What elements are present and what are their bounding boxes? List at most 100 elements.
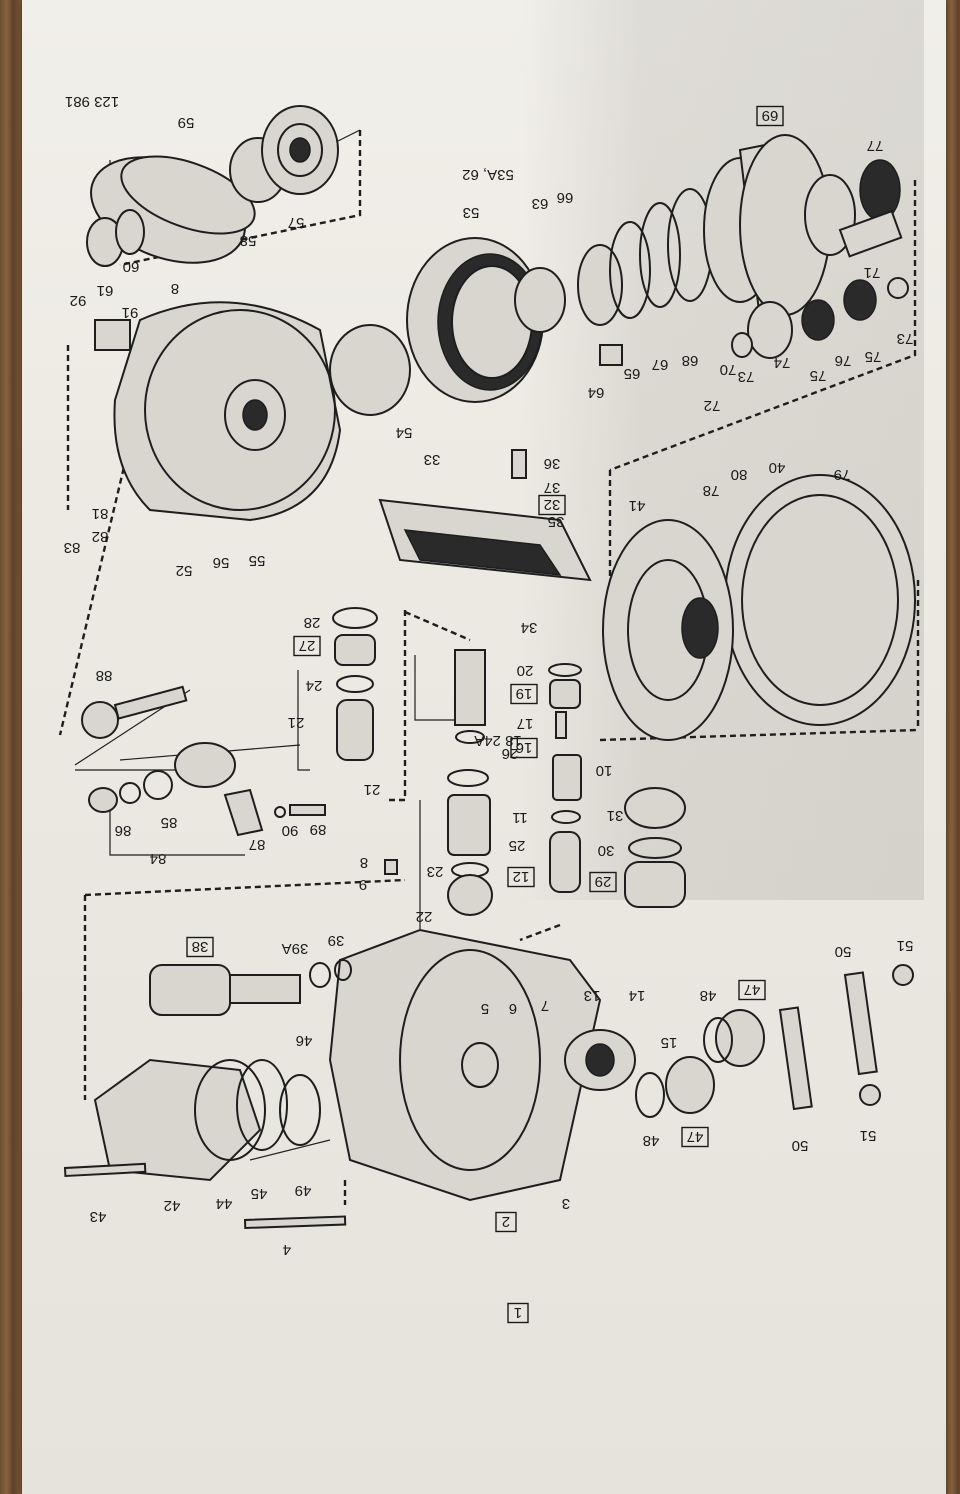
boxed-part-label: 69	[756, 105, 784, 127]
part-label: 64	[588, 384, 605, 401]
part-label: 21	[288, 714, 305, 731]
part-label: 22	[416, 908, 433, 925]
part-label: 70	[720, 361, 737, 378]
part-label: 15	[661, 1034, 678, 1051]
boxed-part-label: 12	[507, 866, 535, 888]
part-label: 28	[304, 614, 321, 631]
part-label: 51	[860, 1127, 877, 1144]
group-line-mid	[84, 878, 406, 897]
part-label: 39A	[282, 940, 309, 957]
part-label: 23	[427, 863, 444, 880]
part-label: 48	[700, 987, 717, 1004]
boxed-part-label: 2	[495, 1211, 517, 1233]
part-label: 10	[596, 762, 613, 779]
part-label: 34	[521, 619, 538, 636]
planet-gears	[731, 279, 877, 359]
label-box	[507, 1302, 529, 1324]
part-label: 82	[92, 528, 109, 545]
boxed-part-label: 47	[738, 979, 766, 1001]
part-label: 76	[835, 352, 852, 369]
boxed-part-label: 19	[510, 683, 538, 705]
boxed-label-text: 19	[516, 685, 533, 702]
part-label: 92	[70, 292, 87, 309]
boxed-label-text: 2	[502, 1213, 510, 1230]
part-label: 51	[897, 937, 914, 954]
boxed-label-text: 27	[299, 637, 316, 654]
boxed-label-text: 1	[514, 1304, 522, 1321]
part-label: 58	[240, 232, 257, 249]
part-label: 21	[364, 781, 381, 798]
part-label: 4	[283, 1241, 291, 1258]
part-label: 78	[703, 482, 720, 499]
part-label: 55	[249, 552, 266, 569]
part-label: 7	[541, 997, 549, 1014]
part-label: 42	[164, 1197, 181, 1214]
sheet-shadow	[520, 0, 924, 900]
solenoid-block	[94, 319, 131, 351]
part-label: 72	[704, 397, 721, 414]
adapter-plate-and-drum	[602, 474, 916, 741]
part-label: 36	[544, 455, 561, 472]
part-label: 85	[161, 814, 178, 831]
part-label: 44	[216, 1195, 233, 1212]
boxed-part-label: 32	[538, 494, 566, 516]
annulus-ring-gear	[329, 237, 566, 416]
boxed-label-text: 69	[762, 107, 779, 124]
part-label: 87	[249, 836, 266, 853]
part-label: 37	[544, 479, 561, 496]
part-label: 73	[738, 368, 755, 385]
boxed-label-text: 38	[192, 938, 209, 955]
boxed-label-text: 29	[595, 873, 612, 890]
boxed-part-label: 27	[293, 635, 321, 657]
part-label: 46	[296, 1032, 313, 1049]
boxed-label-text: 47	[744, 981, 761, 998]
part-label: 77	[867, 137, 884, 154]
part-label: 6	[509, 1000, 517, 1017]
part-label: 79	[834, 466, 851, 483]
part-label: 52	[176, 562, 193, 579]
label-box	[186, 936, 214, 958]
group-line-center	[385, 610, 407, 802]
part-label: 89	[310, 821, 327, 838]
part-label: 59	[178, 114, 195, 131]
part-label: 33	[424, 451, 441, 468]
boxed-part-label: 47	[681, 1126, 709, 1148]
label-box	[756, 105, 784, 127]
part-label: 80	[731, 466, 748, 483]
part-label: 3	[562, 1195, 570, 1212]
part-label: 53	[463, 204, 480, 221]
part-label: 13	[584, 987, 601, 1004]
group-line-top-left	[119, 130, 362, 267]
label-box	[293, 635, 321, 657]
part-label: 71	[864, 264, 881, 281]
boxed-part-label: 29	[589, 871, 617, 893]
speedometer-drive	[81, 685, 326, 837]
part-label: 73	[897, 330, 914, 347]
part-label: 20	[517, 662, 534, 679]
output-shaft-assembly	[86, 105, 339, 267]
part-label: 66	[557, 189, 574, 206]
part-label: 50	[792, 1137, 809, 1154]
part-label: 56	[213, 554, 230, 571]
part-label: 45	[251, 1185, 268, 1202]
part-label: 90	[282, 822, 299, 839]
label-box	[738, 979, 766, 1001]
label-box	[510, 683, 538, 705]
part-label: 65	[624, 365, 641, 382]
part-label: 30	[598, 842, 615, 859]
part-label: 39	[328, 932, 345, 949]
part-label: 86	[115, 822, 132, 839]
part-label: 53A, 62	[462, 166, 514, 183]
part-label: 50	[835, 943, 852, 960]
part-label: 84	[150, 850, 167, 867]
group-line-top-right	[609, 180, 917, 472]
label-box	[510, 737, 538, 759]
part-label: 74	[774, 354, 791, 371]
valve-components	[332, 607, 686, 916]
boxed-label-text: 47	[687, 1128, 704, 1145]
main-housing	[63, 859, 914, 1230]
part-label: 91	[122, 304, 139, 321]
part-label: 41	[629, 497, 646, 514]
part-label: 54	[396, 424, 413, 441]
